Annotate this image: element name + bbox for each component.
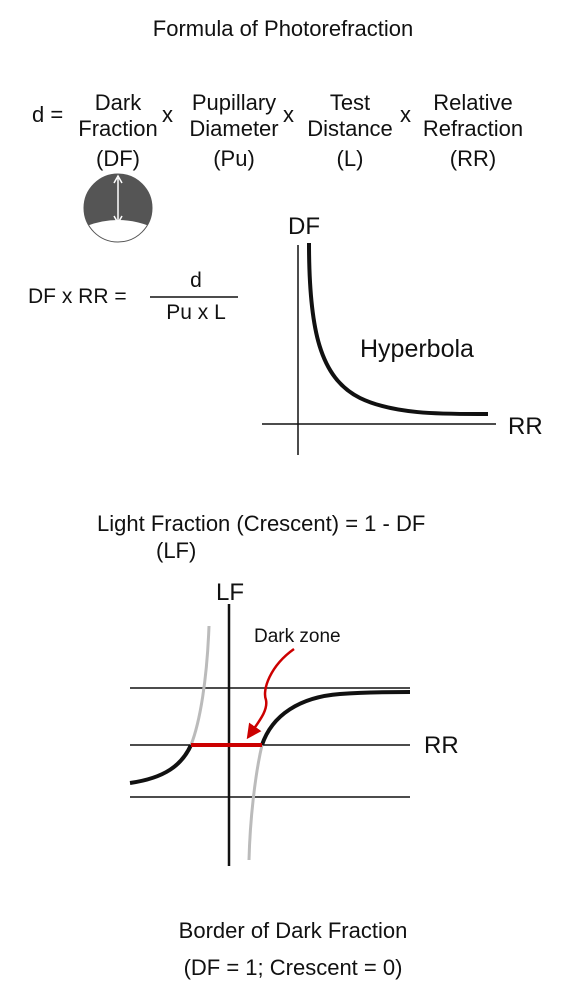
term-relative-line1: Relative — [433, 90, 513, 115]
term-pupillary-line1: Pupillary — [191, 90, 277, 115]
light-fraction-abbr: (LF) — [156, 538, 197, 563]
term-relative-line2: Refraction — [422, 116, 524, 141]
lf-rr-axis-label: RR — [424, 732, 459, 759]
term-test-abbr: (L) — [336, 146, 364, 171]
term-test-line2: Distance — [307, 116, 393, 141]
equation-denominator: Pu x L — [166, 301, 226, 324]
rr-axis-label: RR — [508, 413, 543, 440]
page-title: Formula of Photorefraction — [152, 16, 414, 41]
hyperbola-label: Hyperbola — [360, 335, 474, 363]
lf-curve-right — [260, 690, 411, 746]
lf-axis-label: LF — [216, 579, 245, 606]
caption-line1: Border of Dark Fraction — [178, 918, 408, 943]
hyperbola-curve — [307, 242, 489, 417]
equation-lhs: DF x RR = — [28, 285, 127, 308]
dark-zone-label: Dark zone — [254, 626, 341, 647]
lf-curve-left — [129, 744, 193, 785]
term-dark-line1: Dark — [94, 90, 142, 115]
pupil-icon — [83, 173, 153, 243]
term-relative-abbr: (RR) — [449, 146, 497, 171]
shifted-curve-right — [247, 744, 264, 861]
times-sign-2: x — [283, 102, 294, 127]
term-dark-line2: Fraction — [78, 116, 158, 141]
term-pupillary-line2: Diameter — [189, 116, 279, 141]
light-fraction-formula: Light Fraction (Crescent) = 1 - DF — [97, 511, 426, 536]
term-pupillary-abbr: (Pu) — [213, 146, 255, 171]
term-dark-abbr: (DF) — [96, 146, 140, 171]
equation-numerator: d — [190, 269, 202, 292]
times-sign-1: x — [162, 102, 173, 127]
caption-line2: (DF = 1; Crescent = 0) — [183, 955, 403, 980]
times-sign-3: x — [400, 102, 411, 127]
dark-zone-arrow — [246, 647, 295, 740]
shifted-curve-left — [189, 625, 211, 746]
df-axis-label: DF — [288, 213, 320, 240]
formula-lhs: d = — [32, 102, 64, 127]
term-test-line1: Test — [329, 90, 371, 115]
